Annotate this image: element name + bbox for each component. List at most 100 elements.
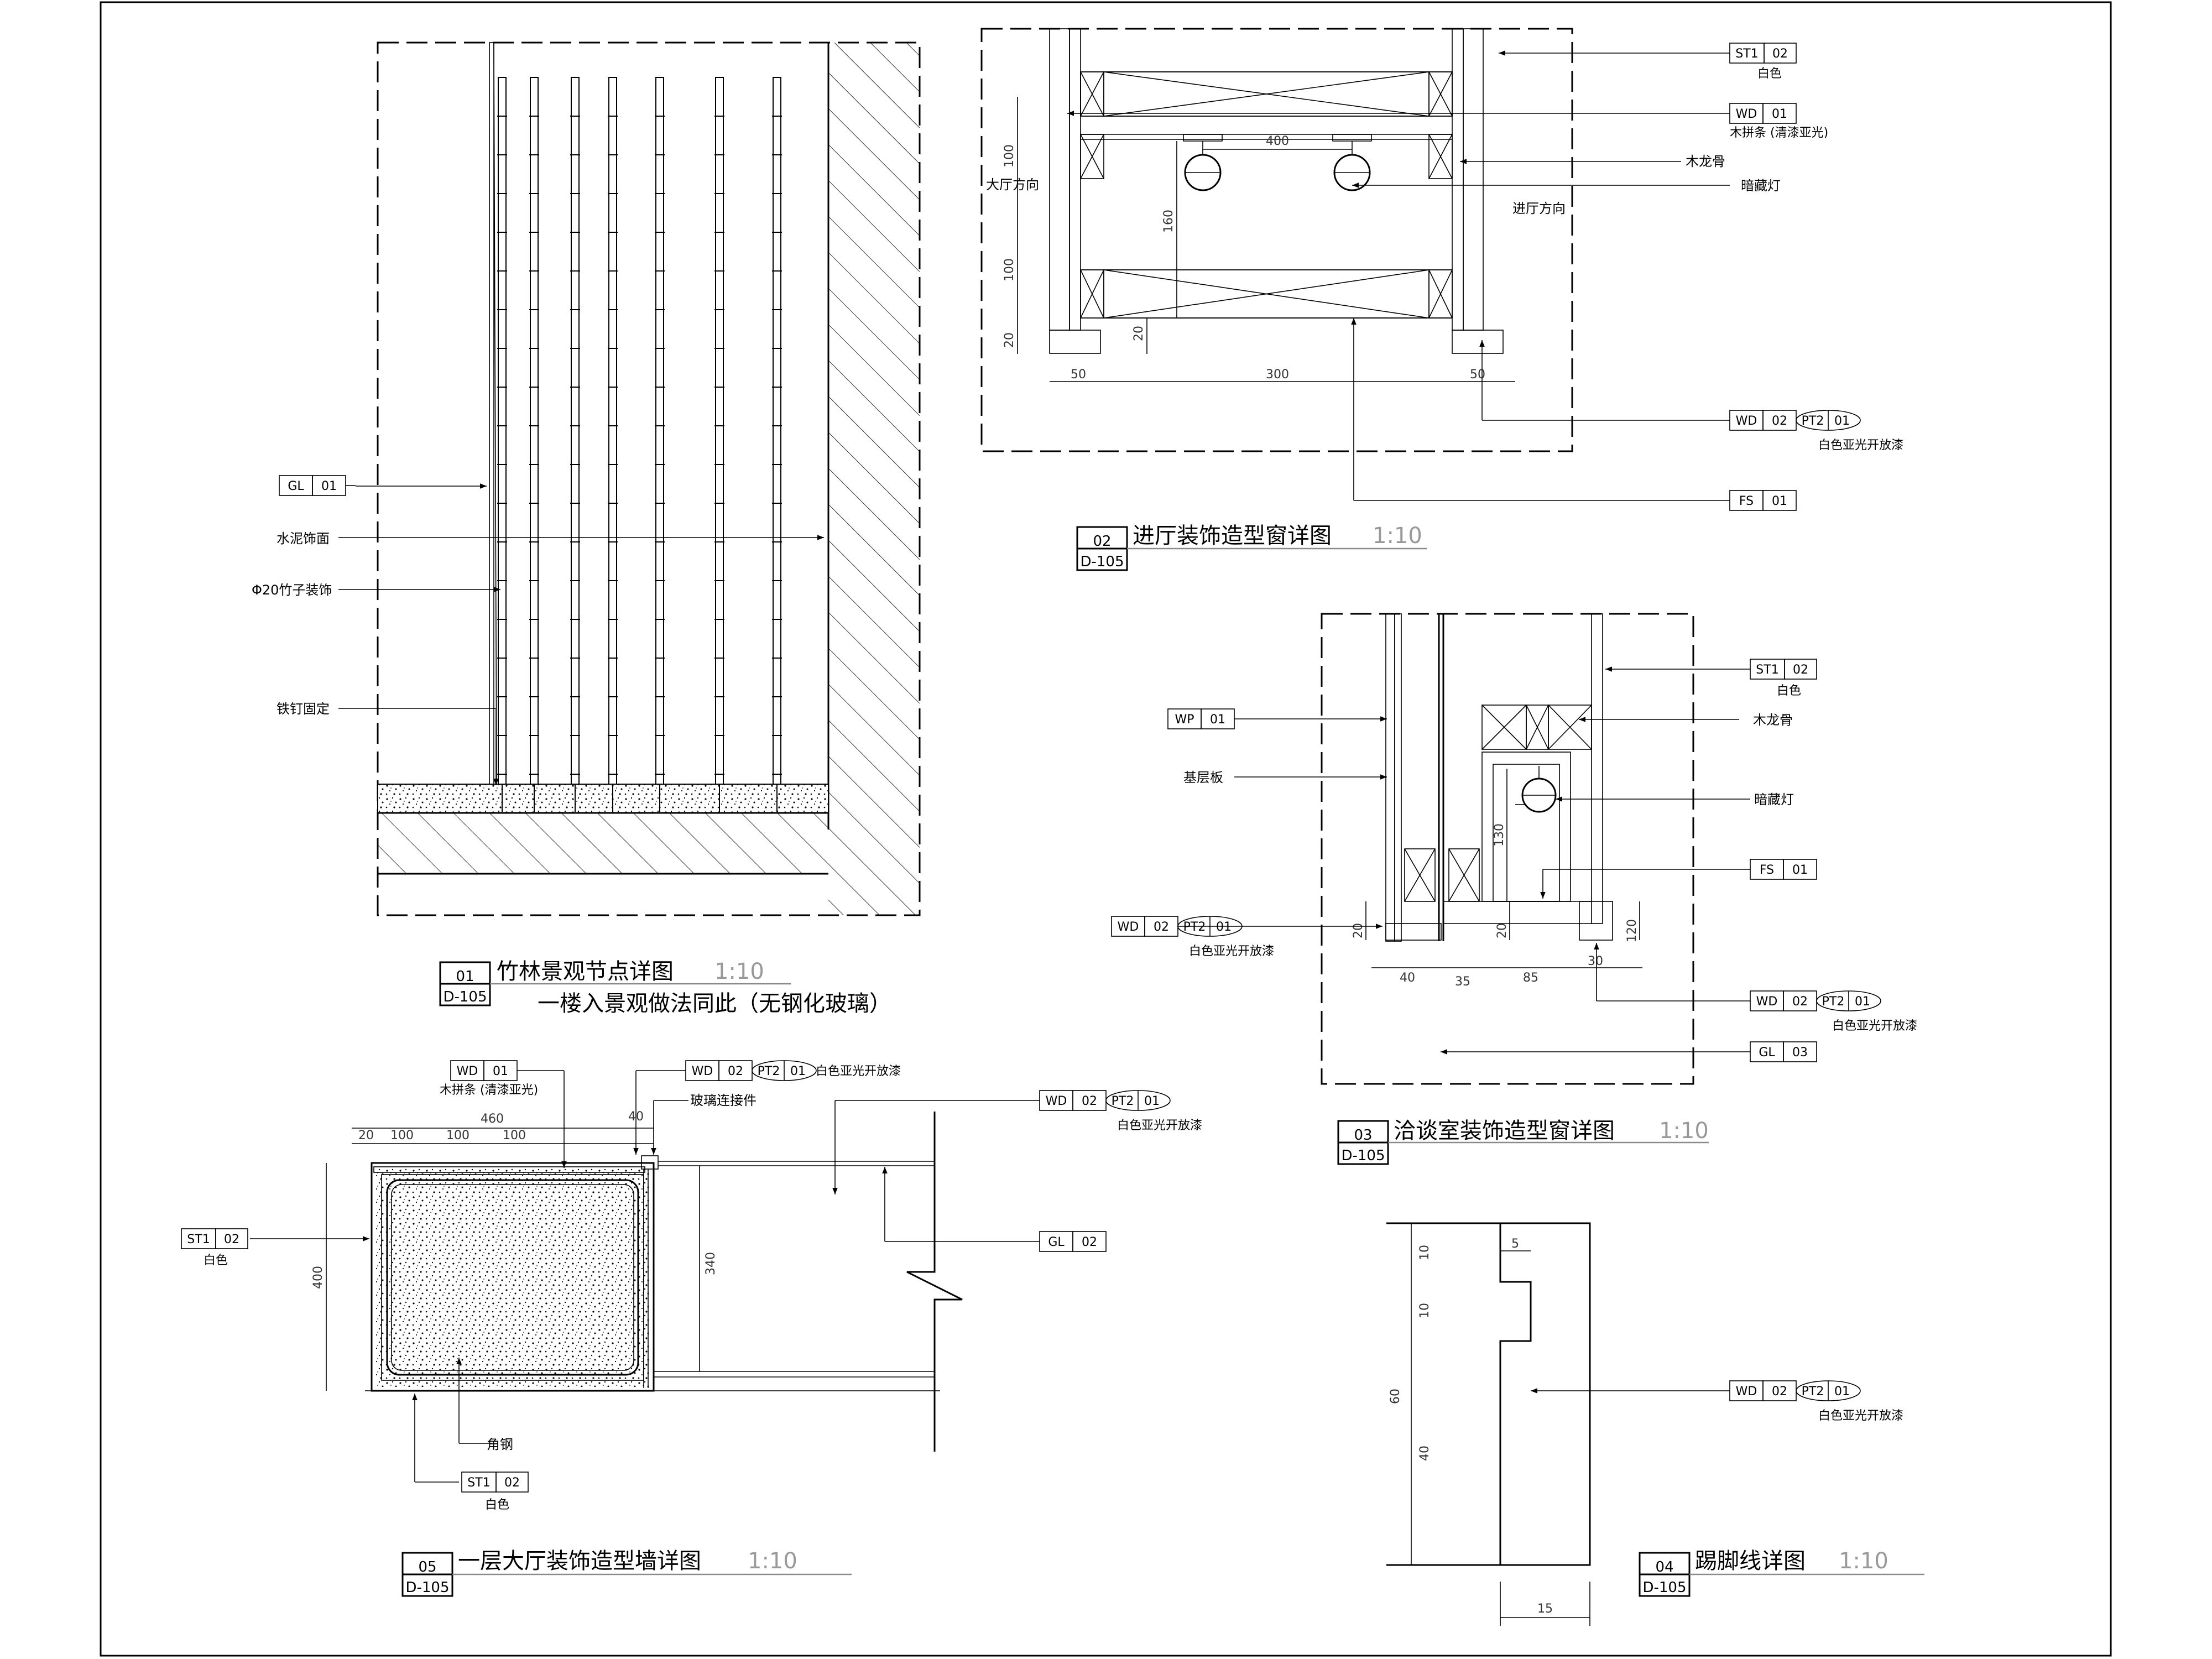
svg-text:02: 02 — [1082, 1094, 1097, 1108]
svg-text:WD: WD — [1756, 995, 1778, 1009]
svg-text:40: 40 — [1418, 1446, 1432, 1461]
title-03-name: 洽谈室装饰造型窗详图 — [1394, 1118, 1615, 1144]
note-wood-keel-a: 木龙骨 — [1686, 154, 1725, 169]
svg-text:60: 60 — [1389, 1389, 1402, 1404]
svg-text:02: 02 — [224, 1233, 239, 1246]
bamboo-poles — [497, 77, 782, 812]
wood-keels — [1080, 71, 1453, 319]
wood-keel — [1080, 71, 1104, 117]
svg-text:FS: FS — [1760, 863, 1774, 877]
svg-text:02: 02 — [1082, 1235, 1097, 1249]
bamboo-pole — [608, 77, 618, 812]
svg-text:340: 340 — [704, 1252, 718, 1275]
title-02: 02 D-105 进厅装饰造型窗详图 1:10 — [1076, 523, 1427, 571]
detail-05-lobby-wall: 460 20 100 100 100 40 400 340 — [181, 1060, 1202, 1597]
svg-text:20: 20 — [1352, 923, 1365, 938]
note-hidden-light-b: 暗藏灯 — [1754, 792, 1794, 807]
note-glass-connector: 玻璃连接件 — [690, 1093, 757, 1108]
svg-text:02: 02 — [728, 1065, 743, 1078]
svg-text:130: 130 — [1493, 823, 1506, 847]
svg-text:WD: WD — [1736, 1385, 1757, 1399]
svg-text:03: 03 — [1792, 1046, 1808, 1060]
tag-wd02-pt201-a: WD 02 PT2 01 白色亚光开放漆 — [1729, 410, 1903, 452]
wood-keel — [1428, 134, 1453, 179]
tag-st102-d: ST1 02 白色 — [461, 1472, 529, 1512]
svg-text:100: 100 — [1003, 144, 1016, 168]
svg-text:白色: 白色 — [1757, 67, 1782, 81]
svg-text:白色亚光开放漆: 白色亚光开放漆 — [816, 1065, 901, 1078]
title-03-scale: 1:10 — [1659, 1118, 1709, 1144]
skirting-profile — [1386, 1222, 1591, 1566]
svg-text:100: 100 — [390, 1129, 414, 1142]
wood-keels-03 — [1404, 705, 1592, 902]
svg-text:D-105: D-105 — [1642, 1579, 1686, 1596]
svg-text:ST1: ST1 — [1735, 47, 1758, 61]
note-iron-nail: 铁钉固定 — [276, 701, 330, 717]
concrete-wall — [828, 43, 920, 915]
svg-text:WD: WD — [1118, 920, 1139, 934]
svg-text:01: 01 — [1772, 107, 1787, 121]
svg-text:01: 01 — [493, 1065, 508, 1078]
bamboo-pole — [497, 77, 507, 812]
tag-st102-b: ST1 02 白色 — [1750, 659, 1817, 698]
svg-text:D-105: D-105 — [1341, 1147, 1385, 1164]
svg-text:白色亚光开放漆: 白色亚光开放漆 — [1818, 439, 1903, 452]
svg-text:PT2: PT2 — [1112, 1094, 1134, 1108]
svg-text:02: 02 — [1772, 1385, 1787, 1399]
detail-02-frame — [980, 28, 1573, 452]
wood-keel — [1428, 71, 1453, 117]
svg-text:WD: WD — [457, 1065, 478, 1078]
tag-st102-a: ST1 02 白色 — [1729, 43, 1797, 81]
svg-text:WP: WP — [1175, 713, 1194, 727]
svg-text:5: 5 — [1511, 1237, 1519, 1251]
wood-keel — [1080, 269, 1104, 319]
title-04: 04 D-105 踢脚线详图 1:10 — [1639, 1548, 1924, 1597]
svg-text:460: 460 — [481, 1112, 504, 1126]
svg-text:01: 01 — [1216, 920, 1232, 934]
svg-text:GL: GL — [288, 479, 304, 493]
wood-keel — [1448, 848, 1480, 902]
svg-text:白色亚光开放漆: 白色亚光开放漆 — [1818, 1409, 1903, 1423]
tag-wp01: WP 01 — [1167, 708, 1235, 729]
wood-keel — [1103, 71, 1430, 117]
tag-wd02-pt201-f: WD 02 PT2 01 白色亚光开放漆 — [1729, 1380, 1903, 1423]
detail-01-bamboo: GL 01 水泥饰面 Φ20竹子装饰 铁钉固定 01 D-105 竹林景观节点详… — [252, 41, 921, 1016]
title-01-scale: 1:10 — [714, 959, 764, 984]
svg-text:PT2: PT2 — [1183, 920, 1206, 934]
hidden-light-icon-03 — [1515, 766, 1557, 813]
gravel-bed — [377, 784, 829, 813]
svg-text:01: 01 — [1834, 1385, 1850, 1399]
title-04-name: 踢脚线详图 — [1695, 1548, 1806, 1574]
note-base-board: 基层板 — [1183, 770, 1223, 785]
detail-03-dims: 130 20 20 120 40 35 85 30 — [1352, 769, 1642, 989]
svg-text:D-105: D-105 — [443, 989, 487, 1005]
bamboo-pole — [714, 77, 724, 812]
title-02-scale: 1:10 — [1373, 523, 1422, 549]
bamboo-pole — [655, 77, 665, 812]
title-03: 03 D-105 洽谈室装饰造型窗详图 1:10 — [1337, 1118, 1709, 1165]
hidden-light-icons — [1183, 134, 1372, 191]
title-01: 01 D-105 竹林景观节点详图 1:10 一楼入景观做法同此（无钢化玻璃） — [439, 959, 891, 1016]
svg-text:20: 20 — [1003, 332, 1016, 348]
svg-text:木拼条 (清漆亚光): 木拼条 (清漆亚光) — [440, 1083, 538, 1097]
tag-fs01-b: FS 01 — [1750, 859, 1817, 880]
tag-fs01-a: FS 01 — [1729, 490, 1797, 511]
svg-text:白色亚光开放漆: 白色亚光开放漆 — [1117, 1119, 1202, 1133]
note-hall-direction: 大厅方向 — [986, 177, 1039, 192]
svg-text:PT2: PT2 — [1802, 1385, 1824, 1399]
svg-text:100: 100 — [446, 1129, 469, 1142]
detail-04-dims: 10 5 10 60 40 15 — [1389, 1223, 1590, 1626]
svg-text:ST1: ST1 — [467, 1476, 490, 1490]
tag-st102-c: ST1 02 白色 — [181, 1228, 248, 1267]
detail-03-leaders — [1178, 666, 1750, 1055]
detail-03-meeting-window: 130 20 20 120 40 35 85 30 — [1111, 613, 1917, 1165]
svg-text:白色: 白色 — [485, 1498, 509, 1512]
svg-text:01: 01 — [1772, 494, 1787, 508]
svg-text:100: 100 — [1003, 258, 1016, 281]
tag-wd02-pt201-c: WD 02 PT2 01 白色亚光开放漆 — [1750, 990, 1917, 1033]
svg-text:85: 85 — [1523, 971, 1538, 985]
svg-text:400: 400 — [1266, 134, 1289, 148]
svg-text:160: 160 — [1162, 210, 1176, 233]
svg-text:02: 02 — [1772, 47, 1788, 61]
